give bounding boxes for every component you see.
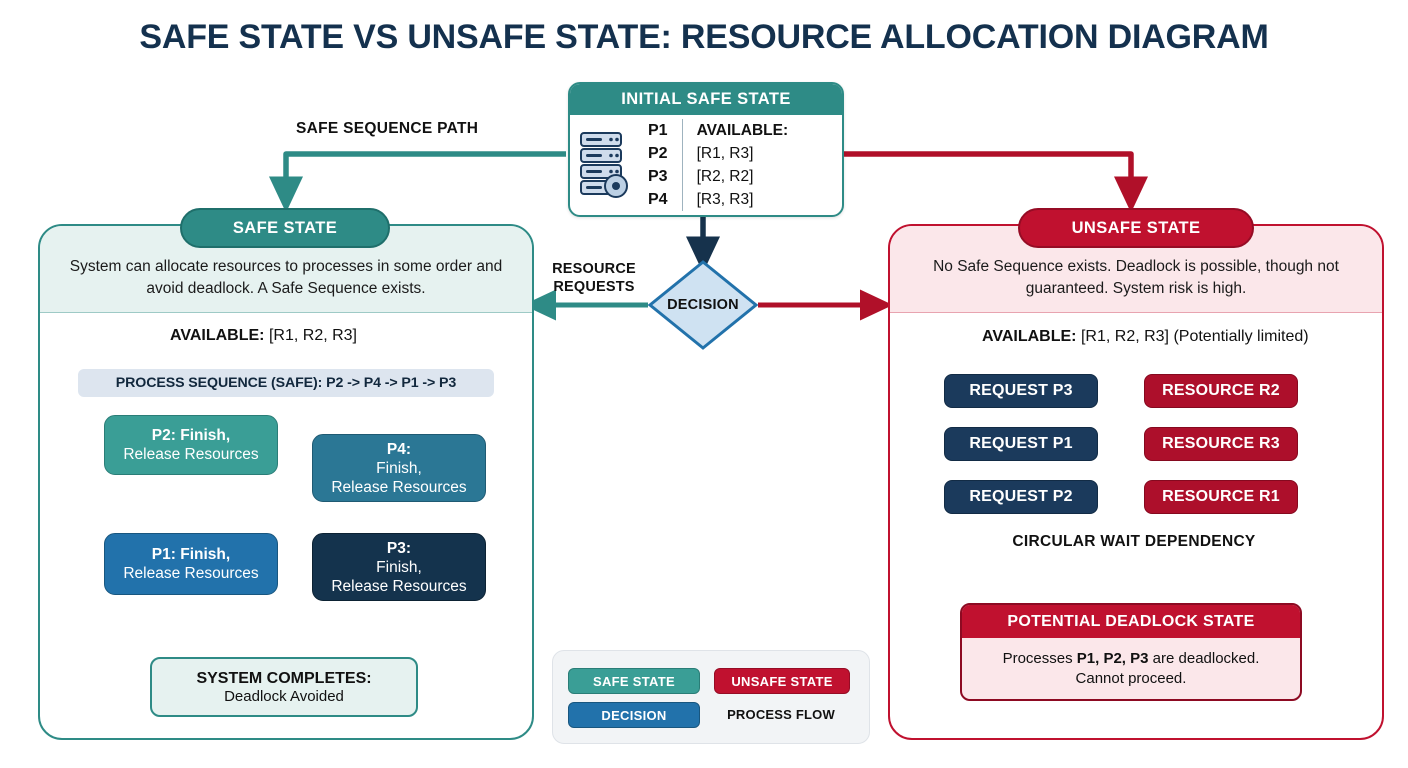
potential-deadlock-header: POTENTIAL DEADLOCK STATE xyxy=(962,605,1300,638)
available-row: [R3, R3] xyxy=(696,191,754,208)
safe-step-p1[interactable]: P1: Finish, Release Resources xyxy=(104,533,278,595)
system-completes-subtitle: Deadlock Avoided xyxy=(224,687,344,705)
p2-detail: Release Resources xyxy=(123,446,259,463)
unsafe-state-description: No Safe Sequence exists. Deadlock is pos… xyxy=(933,258,1339,297)
initial-process-list: P1 P2 P3 P4 xyxy=(634,119,683,211)
initial-available-list: AVAILABLE: [R1, R3] [R2, R2] [R3, R3] xyxy=(683,119,789,211)
unsafe-available-label: AVAILABLE: xyxy=(982,328,1077,345)
request-box-p3[interactable]: REQUEST P3 xyxy=(944,374,1098,408)
p4-detail-2: Release Resources xyxy=(331,478,467,496)
process-sequence-banner: PROCESS SEQUENCE (SAFE): P2 -> P4 -> P1 … xyxy=(78,369,494,397)
legend-item-safe-state: SAFE STATE xyxy=(568,668,700,694)
initial-safe-state-card: INITIAL SAFE STATE xyxy=(568,82,844,217)
resource-box-r2[interactable]: RESOURCE R2 xyxy=(1144,374,1298,408)
safe-step-p3[interactable]: P3:Finish,Release Resources xyxy=(312,533,486,601)
available-label: AVAILABLE: xyxy=(696,122,789,139)
deadlock-line-2: Cannot proceed. xyxy=(1075,669,1187,687)
safe-available-value: [R1, R2, R3] xyxy=(268,327,357,344)
initial-safe-state-body: P1 P2 P3 P4 AVAILABLE: [R1, R3] [R2, R2]… xyxy=(570,115,842,215)
deadlock-line-1: Processes P1, P2, P3 are deadlocked. xyxy=(1003,649,1260,669)
unsafe-available-text: AVAILABLE: [R1, R2, R3] (Potentially lim… xyxy=(982,328,1309,346)
process-item: P2 xyxy=(648,145,668,162)
safe-step-p4[interactable]: P4:Finish,Release Resources xyxy=(312,434,486,502)
process-item: P3 xyxy=(648,168,668,185)
system-completes-box: SYSTEM COMPLETES: Deadlock Avoided xyxy=(150,657,418,717)
deadlock-post: are deadlocked. xyxy=(1148,649,1260,667)
page-title: SAFE STATE VS UNSAFE STATE: RESOURCE ALL… xyxy=(139,18,1269,56)
resource-box-r3[interactable]: RESOURCE R3 xyxy=(1144,427,1298,461)
p4-name: P4: xyxy=(386,440,412,458)
resource-requests-label: RESOURCE REQUESTS xyxy=(544,260,644,296)
server-stack-gear-icon xyxy=(580,132,628,198)
p3-detail-2: Release Resources xyxy=(331,577,467,595)
legend-item-process-flow: PROCESS FLOW xyxy=(727,706,835,722)
system-completes-title: SYSTEM COMPLETES: xyxy=(196,669,372,687)
process-item: P1 xyxy=(648,122,668,139)
safe-state-panel: System can allocate resources to process… xyxy=(38,224,534,740)
decision-label: DECISION xyxy=(667,297,739,313)
deadlock-pre: Processes xyxy=(1002,649,1077,667)
p3-detail-1: Finish, xyxy=(376,558,422,576)
decision-node[interactable]: DECISION xyxy=(650,262,756,348)
safe-sequence-path-label: SAFE SEQUENCE PATH xyxy=(296,120,479,137)
legend-item-unsafe-state: UNSAFE STATE xyxy=(714,668,850,694)
legend-item-decision: DECISION xyxy=(568,702,700,728)
resource-requests-line1: RESOURCE xyxy=(552,261,636,277)
resource-box-r1[interactable]: RESOURCE R1 xyxy=(1144,480,1298,514)
request-box-p2[interactable]: REQUEST P2 xyxy=(944,480,1098,514)
p4-detail-1: Finish, xyxy=(376,459,422,477)
deadlock-processes: P1, P2, P3 xyxy=(1076,649,1149,667)
initial-safe-state-header: INITIAL SAFE STATE xyxy=(570,84,842,115)
resource-requests-line2: REQUESTS xyxy=(553,279,635,295)
safe-step-p2[interactable]: P2: Finish, Release Resources xyxy=(104,415,278,475)
safe-available-label: AVAILABLE: xyxy=(170,327,265,344)
legend-panel xyxy=(552,650,870,744)
p3-name: P3: xyxy=(386,539,412,557)
unsafe-available-value: [R1, R2, R3] (Potentially limited) xyxy=(1080,328,1309,345)
available-row: [R2, R2] xyxy=(696,168,754,185)
process-item: P4 xyxy=(648,191,668,208)
request-box-p1[interactable]: REQUEST P1 xyxy=(944,427,1098,461)
circular-wait-label: CIRCULAR WAIT DEPENDENCY xyxy=(1012,533,1256,550)
safe-available-text: AVAILABLE: [R1, R2, R3] xyxy=(170,327,357,345)
potential-deadlock-card: POTENTIAL DEADLOCK STATE Processes P1, P… xyxy=(960,603,1302,701)
unsafe-state-badge: UNSAFE STATE xyxy=(1018,208,1254,248)
potential-deadlock-body: Processes P1, P2, P3 are deadlocked. Can… xyxy=(962,638,1300,699)
p1-detail: Release Resources xyxy=(123,565,259,582)
connector-initial-to-unsafe xyxy=(842,151,1149,213)
available-row: [R1, R3] xyxy=(696,145,754,162)
connector-initial-to-safe xyxy=(268,151,566,213)
safe-state-badge: SAFE STATE xyxy=(180,208,390,248)
p1-name: P1: Finish, xyxy=(151,546,231,563)
safe-state-description: System can allocate resources to process… xyxy=(69,258,503,297)
p2-name: P2: Finish, xyxy=(151,427,231,444)
